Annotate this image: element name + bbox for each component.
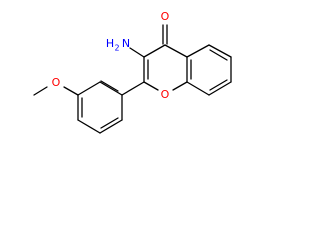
bond-c7-c8 (208, 81, 232, 96)
bond-c5-c6-inner (209, 49, 228, 61)
amine-h-count: 2 (114, 44, 119, 53)
atom-labels: O O O H 2 N (52, 10, 170, 101)
bond-ar-5 (99, 119, 123, 134)
bond-c5-c6 (208, 44, 232, 58)
bond-c2-o1 (143, 81, 159, 91)
bond-c4-c4a (164, 44, 188, 58)
structure-canvas: O O O H 2 N (0, 0, 246, 148)
bond-ar-o-ether (63, 86, 79, 96)
chemical-structure: O O O H 2 N (33, 10, 232, 134)
ring-oxygen-label: O (161, 88, 170, 101)
bond-c4a-c5 (186, 44, 210, 58)
bond-c8-c8a (186, 81, 210, 96)
bond-ar-5-inner (100, 117, 119, 129)
bond-c2-c1prime (121, 81, 145, 96)
bond-ar-2 (77, 81, 101, 96)
bond-c3-n (129, 47, 145, 58)
bond-o1-c8a (172, 81, 188, 91)
bond-c7-c8-inner (209, 79, 228, 91)
ether-oxygen-label: O (52, 76, 61, 89)
bond-o-ether-ch3 (33, 86, 48, 96)
amine-h-label: H (106, 37, 114, 50)
bonds (33, 24, 232, 134)
bond-c4-c3 (143, 44, 166, 58)
bond-ar-1-inner (100, 80, 119, 92)
carbonyl-oxygen-label: O (161, 10, 170, 23)
bond-ar-1 (99, 81, 123, 96)
amine-n-label: N (122, 37, 130, 50)
bond-ar-4 (77, 119, 101, 134)
